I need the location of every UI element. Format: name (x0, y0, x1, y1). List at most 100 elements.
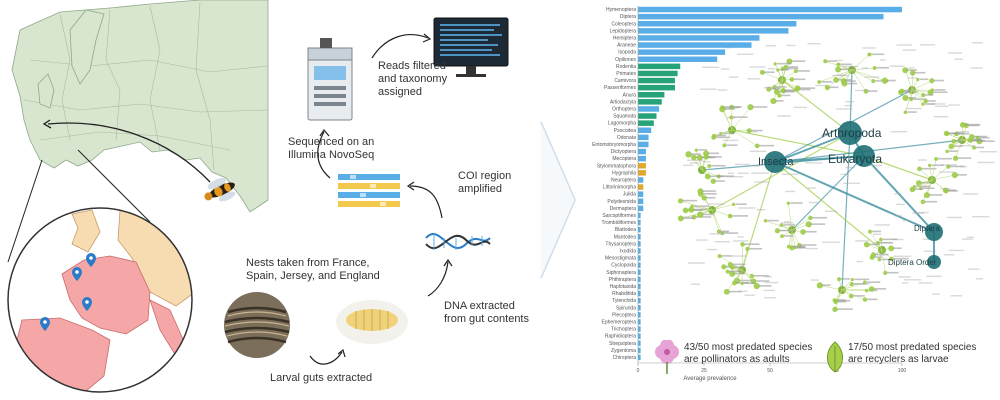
network-node (952, 155, 959, 161)
network-node-label-mark (977, 161, 995, 164)
zoom-map-circle (8, 208, 192, 392)
network-node-label-mark (758, 285, 772, 287)
network-node-label-mark (763, 289, 775, 292)
network-node-label-mark (867, 90, 878, 92)
network-node (816, 282, 823, 289)
network-node (763, 219, 768, 223)
network-node-label-mark (950, 295, 963, 297)
larval-guts-label: Larval guts extracted (270, 372, 373, 384)
network-node (817, 80, 822, 84)
network-node-label-mark (824, 210, 838, 212)
network-node-label-mark (737, 172, 749, 174)
network-node-label-mark (735, 203, 747, 205)
network-node-label-mark (963, 193, 979, 195)
network-node-label-mark (843, 182, 860, 184)
zoom-circle-border (7, 207, 193, 393)
network-edge (791, 229, 800, 246)
network-edge (819, 69, 853, 83)
bar-category-label: Opiliones (615, 57, 636, 63)
network-node-label-mark (702, 213, 715, 216)
network-node (840, 78, 847, 85)
network-edge (851, 69, 874, 82)
network-node-label-mark (931, 293, 941, 295)
bar (638, 347, 641, 354)
location-pin-icon (82, 297, 92, 311)
network-node (697, 191, 704, 197)
network-node-label-mark (916, 185, 931, 188)
bar-category-label: Isopoda (618, 50, 636, 56)
network-node (720, 105, 725, 110)
network-node (877, 257, 882, 262)
network-node-label-mark (751, 172, 770, 174)
bar (638, 35, 760, 41)
network-node-label-mark (902, 49, 917, 51)
bar (638, 177, 644, 183)
network-node-label-mark (835, 108, 853, 110)
network-node (777, 93, 782, 98)
network-node (833, 77, 839, 83)
bar-category-label: Plecoptera (612, 312, 636, 318)
x-tick-label: 50 (767, 368, 773, 374)
network-node (862, 297, 868, 302)
bar-category-label: Rodentia (616, 64, 636, 70)
legend-pollinators-text: 43/50 most predated species are pollinat… (684, 342, 813, 365)
network-node-label-mark (797, 70, 810, 72)
network-node-label-mark (821, 80, 833, 83)
network-node-label-mark (756, 208, 766, 211)
network-node-label-mark (956, 130, 970, 133)
network-edge (946, 133, 963, 141)
network-node (903, 110, 908, 115)
network-node-label-mark (763, 276, 773, 278)
bar-category-label: Trombidiformes (601, 220, 636, 226)
network-edge (841, 289, 866, 300)
network-node-label-mark (931, 164, 944, 167)
network-node-label-mark (913, 98, 927, 101)
network-node-label-mark (727, 172, 735, 174)
network-node (832, 306, 838, 312)
network-node (776, 68, 780, 72)
network-edge (825, 61, 853, 71)
network-node-label-mark (855, 89, 870, 92)
network-node-label-mark (903, 279, 922, 281)
bar-category-label: Spirurida (616, 305, 636, 311)
network-node-label-mark (810, 223, 826, 225)
bar-category-label: Entomobryomorpha (592, 142, 636, 148)
network-node (833, 299, 838, 304)
network-node-label-mark (898, 276, 911, 278)
network-node-label-mark (881, 258, 891, 261)
location-pin-icon (86, 253, 96, 267)
network-node-label-mark (717, 89, 728, 91)
network-node-label-mark (702, 190, 716, 192)
network-edge (851, 54, 870, 71)
dna-extracted-label: DNA extracted from gut contents (444, 300, 529, 325)
network-node-label-mark (876, 66, 889, 69)
network-node-label-mark (702, 192, 717, 195)
network-node-label-mark (902, 219, 911, 222)
bar (638, 234, 641, 240)
hub-label-insecta: Insecta (758, 156, 794, 168)
network-node-label-mark (919, 78, 929, 81)
network-node-label-mark (781, 173, 799, 175)
network-node-label-mark (779, 69, 790, 71)
network-node-label-mark (724, 106, 740, 108)
network-node-label-mark (844, 104, 853, 107)
bar-category-label: Diptera (620, 14, 636, 20)
network-node-label-mark (932, 91, 948, 94)
network-node-label-mark (780, 222, 794, 224)
bar (638, 84, 675, 91)
network-node (870, 252, 876, 258)
network-node-label-mark (709, 175, 725, 178)
larva-icon (336, 300, 408, 344)
network-node-label-mark (947, 189, 957, 191)
network-node-label-mark (715, 136, 731, 139)
bar-category-label: Rhabditida (612, 291, 636, 297)
bar (638, 205, 644, 212)
network-edge (791, 217, 811, 231)
network-node-label-mark (840, 68, 853, 71)
network-node-label-mark (840, 278, 850, 280)
network-node-label-mark (943, 254, 955, 256)
network-node-label-mark (872, 233, 882, 235)
bar-category-label: Dermaptera (610, 206, 637, 212)
network-node-label-mark (722, 132, 735, 135)
network-edge (774, 155, 865, 163)
